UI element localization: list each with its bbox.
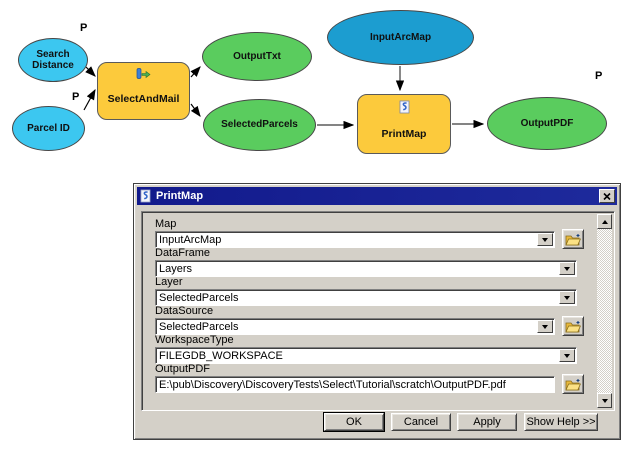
field-label-datasource: DataSource: [155, 305, 214, 317]
triangle-down-icon: [601, 398, 608, 403]
field-label-map: Map: [155, 218, 177, 230]
model-icon: [136, 68, 151, 79]
apply-button[interactable]: Apply: [457, 413, 517, 431]
node-label: Search Distance: [32, 48, 74, 72]
param-badge: P: [72, 91, 80, 103]
dropdown-button[interactable]: [537, 320, 553, 333]
node-input-arc-map[interactable]: InputArcMap: [327, 10, 474, 65]
combo-value: SelectedParcels: [159, 291, 239, 304]
layer-combobox[interactable]: SelectedParcels: [155, 289, 577, 306]
open-folder-icon: [565, 233, 581, 245]
node-print-map-tool[interactable]: PrintMap: [357, 94, 451, 154]
node-parcel-id[interactable]: Parcel ID: [12, 106, 85, 151]
node-output-txt[interactable]: OutputTxt: [202, 32, 312, 81]
parameters-panel: Map InputArcMap DataFrame Layers Layer: [141, 211, 615, 411]
scroll-up-button[interactable]: [597, 214, 612, 229]
node-select-and-mail-tool[interactable]: SelectAndMail: [97, 62, 190, 120]
dropdown-button[interactable]: [537, 233, 553, 246]
node-label: Parcel ID: [27, 122, 70, 134]
node-output-pdf[interactable]: OutputPDF: [487, 97, 607, 150]
ok-button[interactable]: OK: [323, 412, 385, 432]
dropdown-button[interactable]: [559, 262, 575, 275]
workspacetype-combobox[interactable]: FILEGDB_WORKSPACE: [155, 347, 577, 364]
script-icon: [399, 100, 409, 114]
field-label-outputpdf: OutputPDF: [155, 363, 211, 375]
close-button[interactable]: [599, 189, 615, 203]
combo-value: Layers: [159, 262, 193, 275]
map-combobox[interactable]: InputArcMap: [155, 231, 555, 248]
cancel-button[interactable]: Cancel: [391, 413, 451, 431]
model-diagram: P Search Distance P Parcel ID SelectAndM…: [0, 0, 628, 178]
dialog-title: PrintMap: [156, 190, 204, 202]
field-label-layer: Layer: [155, 276, 183, 288]
node-label: OutputPDF: [520, 117, 574, 129]
node-label: InputArcMap: [369, 31, 432, 43]
datasource-browse-button[interactable]: [562, 316, 584, 336]
dataframe-combobox[interactable]: Layers: [155, 260, 577, 277]
open-folder-icon: [565, 378, 581, 390]
field-label-dataframe: DataFrame: [155, 247, 211, 259]
node-label: OutputTxt: [233, 50, 281, 62]
node-label: PrintMap: [381, 127, 427, 140]
node-label: SelectedParcels: [221, 119, 298, 131]
field-label-workspacetype: WorkspaceType: [155, 334, 234, 346]
node-label: SelectAndMail: [107, 93, 180, 105]
outputpdf-browse-button[interactable]: [562, 374, 584, 394]
connector-arrows: [83, 66, 485, 130]
input-value: E:\pub\Discovery\DiscoveryTests\Select\T…: [159, 378, 506, 391]
vertical-scrollbar[interactable]: [597, 214, 612, 408]
combo-value: SelectedParcels: [159, 320, 239, 333]
triangle-up-icon: [601, 219, 608, 224]
combo-value: InputArcMap: [159, 233, 222, 246]
scroll-down-button[interactable]: [597, 393, 612, 408]
dropdown-button[interactable]: [559, 291, 575, 304]
map-browse-button[interactable]: [562, 229, 584, 249]
printmap-dialog: PrintMap Map InputArcMap: [133, 183, 621, 440]
dropdown-button[interactable]: [559, 349, 575, 362]
datasource-combobox[interactable]: SelectedParcels: [155, 318, 555, 335]
chevron-down-icon: [564, 266, 570, 271]
dialog-titlebar[interactable]: PrintMap: [137, 187, 617, 205]
script-icon: [140, 189, 151, 203]
outputpdf-input[interactable]: E:\pub\Discovery\DiscoveryTests\Select\T…: [155, 376, 555, 393]
chevron-down-icon: [564, 295, 570, 300]
show-help-button[interactable]: Show Help >>: [524, 413, 598, 431]
combo-value: FILEGDB_WORKSPACE: [159, 349, 283, 362]
param-badge: P: [595, 70, 603, 82]
node-search-distance[interactable]: Search Distance: [18, 38, 88, 82]
open-folder-icon: [565, 320, 581, 332]
chevron-down-icon: [542, 237, 548, 242]
node-selected-parcels[interactable]: SelectedParcels: [203, 99, 316, 151]
param-badge: P: [80, 22, 88, 34]
chevron-down-icon: [542, 324, 548, 329]
close-icon: [603, 192, 611, 200]
chevron-down-icon: [564, 353, 570, 358]
